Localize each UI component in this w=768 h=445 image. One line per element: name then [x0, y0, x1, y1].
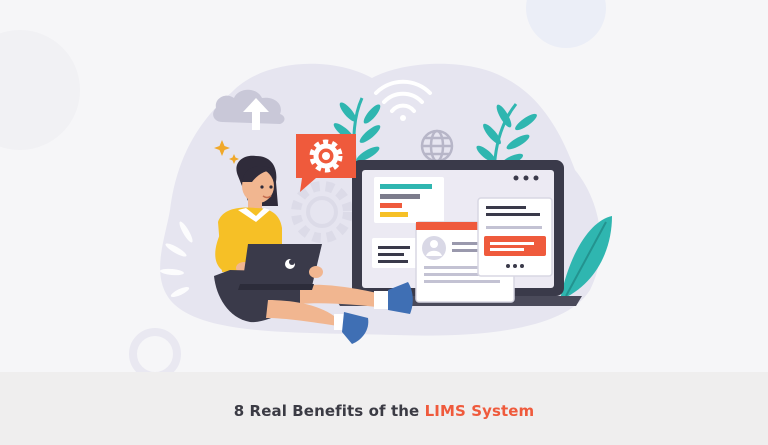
illustration-canvas — [0, 0, 612, 372]
small-laptop — [238, 244, 323, 290]
decor-ring-bottom — [129, 328, 181, 372]
decor-circle-left — [0, 30, 80, 150]
title-highlight: LIMS System — [424, 401, 535, 420]
hero-illustration — [0, 0, 612, 372]
background-gear-icon — [291, 181, 353, 243]
floating-dialog-card — [477, 197, 553, 277]
sparkle-icon — [214, 140, 239, 164]
screen-card-bars — [374, 177, 444, 223]
gear-bubble — [296, 134, 356, 192]
wifi-icon — [374, 79, 432, 121]
screen-card-list — [372, 238, 418, 268]
cloud-upload-icon — [213, 89, 285, 130]
caption-bar: 8 Real Benefits of the LIMS System — [0, 372, 768, 445]
white-leaves-decor — [160, 221, 193, 298]
gear-icon — [309, 139, 343, 173]
big-leaf-right — [560, 216, 612, 300]
article-title: 8 Real Benefits of the LIMS System — [234, 402, 535, 420]
decor-circle-top — [526, 0, 606, 48]
more-dots-icon — [506, 264, 524, 268]
title-prefix: 8 Real Benefits of the — [233, 401, 425, 420]
